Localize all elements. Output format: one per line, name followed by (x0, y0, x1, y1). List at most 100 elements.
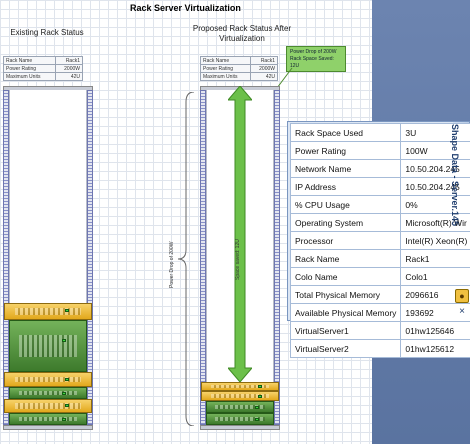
space-saved-arrow[interactable] (228, 86, 252, 382)
property-name: Rack Name (289, 249, 402, 268)
property-name: Power Rating (289, 141, 402, 160)
status-led (62, 417, 66, 421)
savings-callout[interactable]: Power Drop of 200W Rack Space Saved: 12U (286, 46, 346, 72)
status-led (258, 394, 262, 398)
property-name: Colo Name (289, 267, 402, 286)
proposed-info-row: Power Rating 2000W (199, 64, 278, 73)
info-value: Rack1 (250, 56, 278, 65)
server-unit[interactable] (201, 391, 279, 401)
property-value[interactable]: 100W (400, 141, 470, 160)
property-value[interactable]: Intel(R) Xeon(R) (400, 231, 470, 250)
proposed-rack-info-table[interactable]: Rack Name Rack1 Power Rating 2000W Maxim… (199, 56, 278, 81)
callout-line1: Power Drop of 200W (290, 49, 337, 55)
property-name: Processor (289, 231, 402, 250)
server-unit[interactable] (9, 387, 87, 399)
property-name: Operating System (289, 213, 402, 232)
status-led (65, 377, 69, 381)
pin-icon[interactable]: ● (455, 289, 469, 303)
server-unit[interactable] (206, 401, 274, 413)
status-led (62, 338, 66, 342)
property-value[interactable]: 0% (400, 195, 470, 214)
property-value[interactable]: 10.50.204.245 (400, 159, 470, 178)
property-name: VirtualServer1 (289, 321, 402, 340)
property-name: Network Name (289, 159, 402, 178)
proposed-heading-line2: Virtualization (219, 34, 265, 43)
info-value: 42U (54, 72, 84, 81)
page-title: Rack Server Virtualization (130, 3, 241, 13)
callout-line2: Rack Space Saved: 12U (290, 56, 334, 69)
status-led (65, 404, 69, 408)
rack-bottom-cap (200, 425, 280, 430)
info-label: Rack Name (3, 56, 56, 65)
rack-left-post (200, 90, 206, 425)
info-value: Rack1 (54, 56, 84, 65)
status-led (255, 417, 259, 421)
property-value[interactable]: Microsoft(R) Wir (400, 213, 470, 232)
existing-info-row: Maximum Units 42U (3, 72, 84, 81)
property-name: Available Physical Memory (289, 303, 402, 322)
info-label: Maximum Units (3, 72, 56, 81)
rack-right-post (274, 90, 280, 425)
rack-right-post (87, 90, 93, 425)
power-drop-label: Power Drop of 200W (169, 241, 175, 288)
info-label: Power Rating (3, 64, 56, 73)
property-name: VirtualServer2 (289, 339, 402, 358)
existing-info-row: Rack Name Rack1 (3, 56, 84, 65)
info-label: Rack Name (199, 56, 252, 65)
status-led (255, 405, 259, 409)
shape-data-title: Shape Data - Server.145 (450, 124, 460, 227)
status-led (258, 385, 262, 389)
close-icon[interactable]: × (459, 306, 465, 317)
property-value[interactable]: Rack1 (400, 249, 470, 268)
info-label: Power Rating (199, 64, 252, 73)
existing-rack-info-table[interactable]: Rack Name Rack1 Power Rating 2000W Maxim… (3, 56, 84, 81)
server-unit[interactable] (4, 303, 92, 320)
status-led (62, 391, 66, 395)
server-unit[interactable] (9, 413, 87, 425)
space-saved-label: Space saved: 12U (235, 239, 241, 280)
property-value[interactable]: 2096616 (400, 285, 470, 304)
property-name: Rack Space Used (289, 123, 402, 142)
server-unit[interactable] (4, 399, 92, 413)
server-unit[interactable] (201, 382, 279, 391)
existing-rack-heading: Existing Rack Status (10, 28, 84, 37)
proposed-rack-heading: Proposed Rack Status After Virtualizatio… (186, 24, 298, 44)
info-value: 2000W (54, 64, 84, 73)
property-value[interactable]: 01hw125646 (400, 321, 470, 340)
property-value[interactable]: 01hw125612 (400, 339, 470, 358)
power-drop-brace (177, 92, 195, 426)
property-name: % CPU Usage (289, 195, 402, 214)
property-value[interactable]: Colo1 (400, 267, 470, 286)
server-unit[interactable] (9, 320, 87, 372)
property-value[interactable]: 10.50.204.245 (400, 177, 470, 196)
status-led (65, 309, 69, 313)
rack-bottom-cap (3, 425, 93, 430)
info-value: 42U (250, 72, 278, 81)
rack-left-post (3, 90, 9, 425)
existing-info-row: Power Rating 2000W (3, 64, 84, 73)
server-unit[interactable] (206, 413, 274, 425)
proposed-info-row: Rack Name Rack1 (199, 56, 278, 65)
property-name: IP Address (289, 177, 402, 196)
property-name: Total Physical Memory (289, 285, 402, 304)
proposed-info-row: Maximum Units 42U (199, 72, 278, 81)
server-unit[interactable] (4, 372, 92, 387)
proposed-heading-line1: Proposed Rack Status After (192, 24, 292, 33)
info-label: Maximum Units (199, 72, 252, 81)
